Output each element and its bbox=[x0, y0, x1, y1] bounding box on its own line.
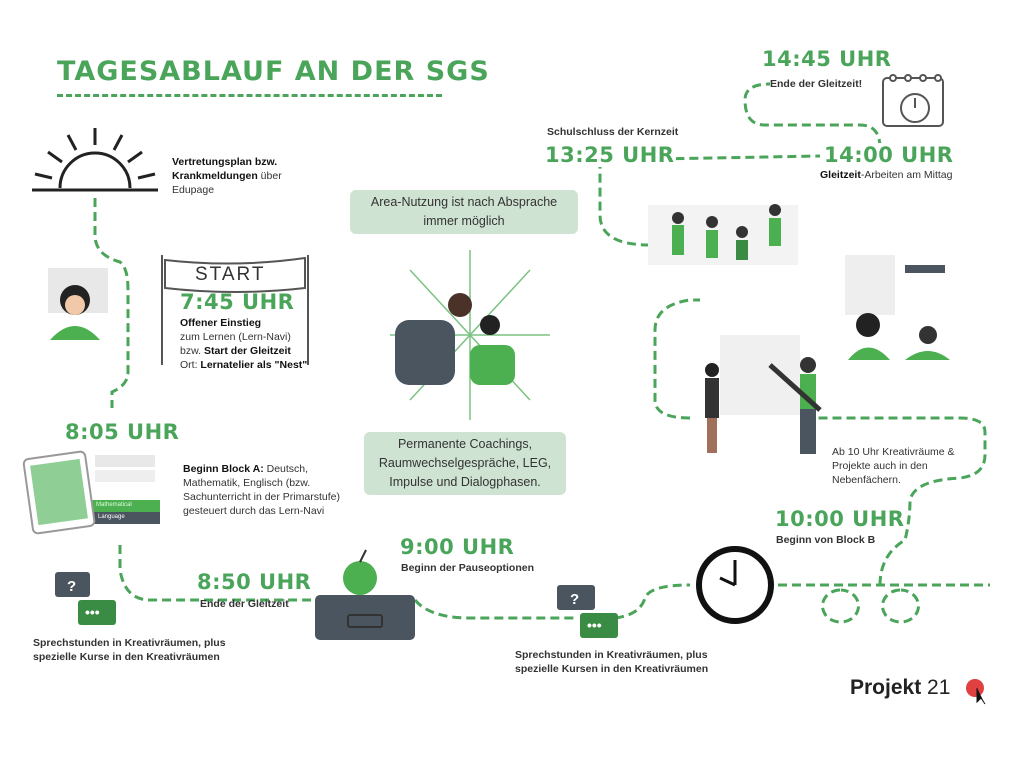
block-b-label: Beginn von Block B bbox=[776, 534, 876, 546]
block-b-note3: Nebenfächern. bbox=[832, 474, 901, 486]
sprech1-line2: spezielle Kurse in den Kreativräumen bbox=[33, 651, 220, 663]
book-label-2: Language bbox=[98, 514, 125, 520]
svg-text:•••: ••• bbox=[587, 617, 602, 633]
area-line2: immer möglich bbox=[423, 214, 505, 228]
coaching-bubble: Permanente Coachings, Raumwechselgespräc… bbox=[364, 432, 566, 495]
time-1445: 14:45 UHR bbox=[762, 47, 892, 71]
question-chat-icon: ? ••• bbox=[55, 572, 116, 625]
start-line3b: Start der Gleitzeit bbox=[203, 345, 291, 357]
svg-text:?: ? bbox=[570, 591, 579, 608]
mittag-rest: -Arbeiten am Mittag bbox=[860, 169, 953, 181]
start-banner-icon bbox=[161, 255, 309, 365]
start-banner-label: START bbox=[195, 264, 266, 285]
morning-text: Vertretungsplan bzw. Krankmeldungen über… bbox=[172, 155, 282, 197]
briefcase-apple-icon bbox=[315, 549, 415, 640]
morning-line2-bold: Krankmeldungen bbox=[172, 170, 258, 182]
creative-room-illustration bbox=[705, 335, 822, 454]
start-line1: Offener Einstieg bbox=[180, 317, 262, 329]
cursor-icon bbox=[976, 688, 986, 705]
block-a-bold: Beginn Block A: bbox=[183, 463, 264, 475]
svg-text:•••: ••• bbox=[85, 604, 100, 620]
start-line2: zum Lernen (Lern-Navi) bbox=[180, 331, 291, 343]
start-line4b: Lernatelier als "Nest" bbox=[200, 359, 308, 371]
coaching-line3: Impulse und Dialogphasen. bbox=[389, 475, 541, 489]
logo-number: 21 bbox=[927, 676, 951, 699]
time-0850: 8:50 UHR bbox=[197, 570, 312, 594]
question-chat-icon-2: ? ••• bbox=[557, 585, 618, 638]
time-1000: 10:00 UHR bbox=[775, 507, 905, 531]
morning-line2: über bbox=[257, 170, 282, 182]
coaching-line1: Permanente Coachings, bbox=[397, 437, 533, 451]
sprech1-line1: Sprechstunden in Kreativräumen, plus bbox=[33, 637, 226, 649]
sunrise-icon bbox=[32, 128, 158, 192]
block-b-note1: Ab 10 Uhr Kreativräume & bbox=[832, 446, 955, 458]
gleitzeit-end-label: Ende der Gleitzeit bbox=[200, 598, 289, 610]
calendar-stopwatch-icon bbox=[882, 74, 944, 127]
student-illustration bbox=[48, 268, 108, 340]
time-1325: 13:25 UHR bbox=[545, 143, 677, 167]
pause-label: Beginn der Pauseoptionen bbox=[401, 562, 535, 574]
time-0745: 7:45 UHR bbox=[180, 290, 295, 314]
students-desk-illustration bbox=[845, 255, 950, 360]
area-bubble: Area-Nutzung ist nach Absprache immer mö… bbox=[350, 190, 578, 234]
block-a-line1: Deutsch, bbox=[263, 463, 309, 475]
start-line4a: Ort: bbox=[180, 359, 201, 371]
title-underline bbox=[57, 94, 442, 97]
clock-icon bbox=[696, 546, 774, 624]
page-title: TAGESABLAUF AN DER SGS bbox=[57, 56, 490, 87]
kids-playing-illustration bbox=[648, 204, 798, 265]
sprech2-line2: spezielle Kursen in den Kreativräumen bbox=[515, 663, 709, 675]
book-label-1: Mathematical bbox=[96, 502, 132, 508]
coaching-illustration bbox=[390, 250, 550, 420]
end-label: Ende der Gleitzeit! bbox=[770, 77, 863, 91]
morning-line1: Vertretungsplan bzw. bbox=[172, 156, 278, 168]
svg-text:?: ? bbox=[67, 578, 76, 595]
sprech1-text: Sprechstunden in Kreativräumen, plus spe… bbox=[33, 636, 226, 664]
logo: Projekt 21 bbox=[850, 676, 950, 700]
block-a-line4: gesteuert durch das Lern-Navi bbox=[183, 505, 325, 517]
time-0900: 9:00 UHR bbox=[400, 535, 515, 559]
time-0805: 8:05 UHR bbox=[65, 420, 180, 444]
logo-bold: Projekt bbox=[850, 676, 922, 699]
mittag-bold: Gleitzeit bbox=[820, 169, 861, 181]
morning-line3: Edupage bbox=[172, 184, 215, 196]
coaching-line2: Raumwechselgespräche, LEG, bbox=[378, 456, 552, 470]
block-a-line3: Sachunterricht in der Primarstufe) bbox=[183, 491, 340, 503]
tablet-books-icon bbox=[22, 450, 160, 535]
block-b-note2: Projekte auch in den bbox=[832, 460, 928, 472]
area-line1: Area-Nutzung ist nach Absprache bbox=[370, 195, 558, 209]
sprech2-line1: Sprechstunden in Kreativräumen, plus bbox=[515, 649, 708, 661]
block-a-text: Beginn Block A: Deutsch, Mathematik, Eng… bbox=[183, 462, 340, 518]
start-text: Offener Einstieg zum Lernen (Lern-Navi) … bbox=[180, 316, 307, 372]
mittag-label: Gleitzeit-Arbeiten am Mittag bbox=[820, 168, 952, 182]
kernzeit-label: Schulschluss der Kernzeit bbox=[547, 126, 679, 138]
block-a-line2: Mathematik, Englisch (bzw. bbox=[183, 477, 311, 489]
block-b-note: Ab 10 Uhr Kreativräume & Projekte auch i… bbox=[832, 445, 955, 487]
start-line3a: bzw. bbox=[180, 345, 204, 357]
sprech2-text: Sprechstunden in Kreativräumen, plus spe… bbox=[515, 648, 708, 676]
logo-dot bbox=[966, 679, 984, 697]
time-1400: 14:00 UHR bbox=[822, 143, 954, 167]
